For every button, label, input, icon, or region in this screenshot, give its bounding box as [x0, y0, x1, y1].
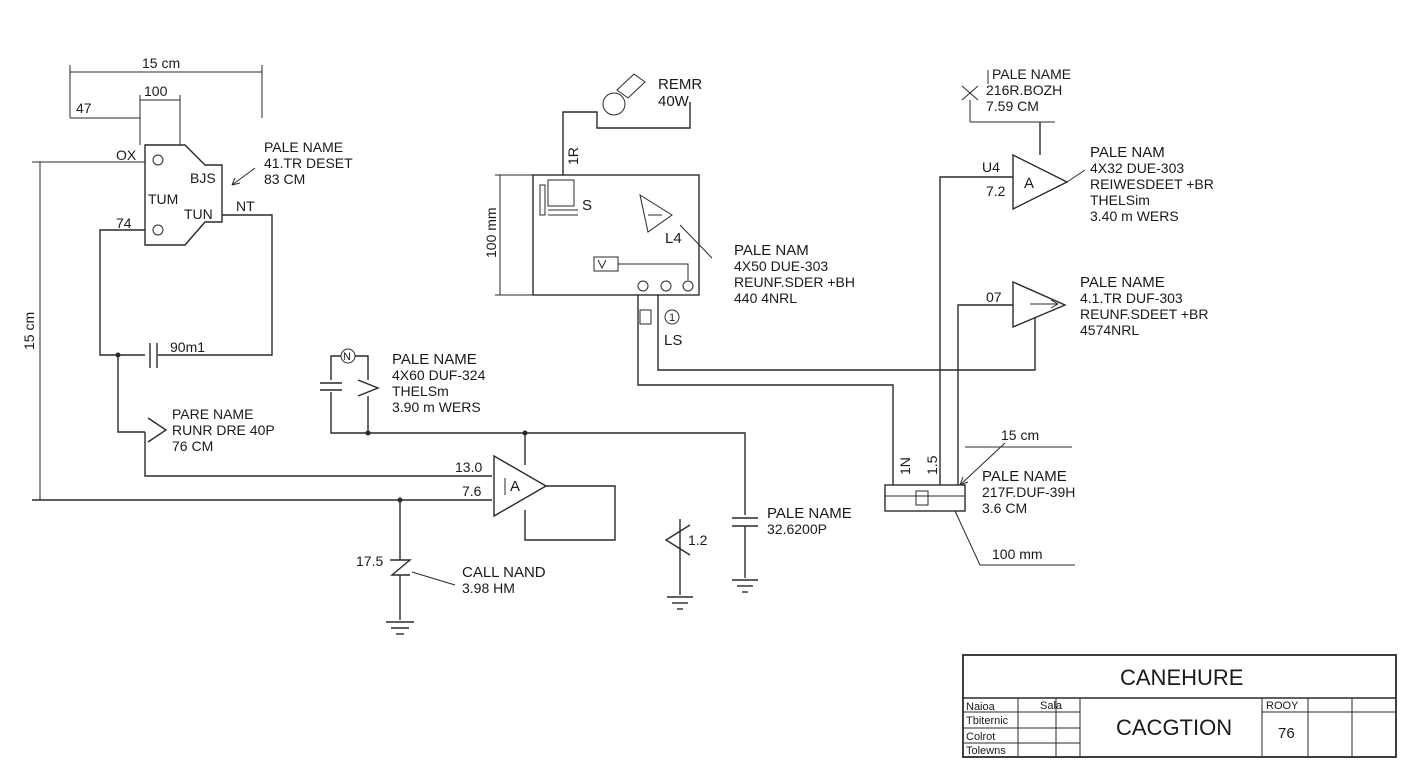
- chip1-callout-3: 83 CM: [264, 171, 305, 187]
- opamp-tr-callout-3: REIWESDEET +BR: [1090, 176, 1214, 192]
- conn-callout-2: 217F.DUF-39H: [982, 484, 1075, 500]
- diode-mid-val: 1.2: [688, 532, 708, 548]
- title-block-subtitle: CACGTION: [1116, 715, 1232, 740]
- title-block-col-a: Naioa: [966, 701, 996, 713]
- title-block-num: 76: [1278, 725, 1295, 742]
- title-block: CANEHURE Naioa Sala Tbiternic Colrot Tol…: [962, 654, 1397, 758]
- dim-right-bottom-text: 100 mm: [992, 546, 1043, 562]
- chip1-callout-2: 41.TR DESET: [264, 155, 353, 171]
- cap-mid-label-2: 32.6200P: [767, 521, 827, 537]
- pare-line-2: RUNR DRE 40P: [172, 422, 275, 438]
- opamp-r2-pin: 07: [986, 289, 1002, 305]
- opamp-tr-callout-4: THELSim: [1090, 192, 1150, 208]
- chip1-label-tum: TUM: [148, 191, 178, 207]
- opamp-top-right: A U4 7.2 PALE NAM 4X32 DUE-303 REIWESDEE…: [939, 122, 1214, 485]
- resistor-left-label-2: 3.98 HM: [462, 580, 515, 596]
- conn-callout-3: 3.6 CM: [982, 500, 1027, 516]
- opamp-r2-callout-2: 4.1.TR DUF-303: [1080, 290, 1183, 306]
- chip1: OX 74 BJS TUM TUN NT PALE NAME 41.TR DES…: [116, 139, 353, 246]
- dim-left-height-text: 15 cm: [21, 312, 37, 350]
- opamp-tr-callout-2: 4X32 DUE-303: [1090, 160, 1184, 176]
- tr-label-3: 7.59 CM: [986, 98, 1039, 114]
- mcu-l4: L4: [665, 230, 682, 247]
- opamp-main: A 13.0 7.6: [455, 433, 616, 541]
- dim-top-width-text: 15 cm: [142, 55, 180, 71]
- opamp-tr-sym: A: [1024, 175, 1034, 192]
- opamp-r2-callout-3: REUNF.SDEET +BR: [1080, 306, 1209, 322]
- title-block-row-2: Colrot: [966, 731, 995, 743]
- mcu-height-text: 100 mm: [483, 207, 499, 258]
- chip1-label-bus: BJS: [190, 170, 216, 186]
- speaker-label-2: 40W: [658, 93, 690, 110]
- dimension-top-width: 15 cm: [69, 55, 263, 118]
- opamp-main-in-top: 13.0: [455, 459, 482, 475]
- chip1-label-tun: TUN: [184, 206, 213, 222]
- pare-wire: PARE NAME RUNR DRE 40P 76 CM: [117, 355, 492, 477]
- dimension-inner-width: 100 47: [70, 83, 181, 145]
- opamp-main-sym: A: [510, 478, 520, 495]
- mcu-pin-top: 1R: [565, 147, 581, 165]
- opamp-tr-u: U4: [982, 159, 1000, 175]
- resistor-left-tick: 17.5: [356, 553, 383, 569]
- chip1-pin-nt: NT: [236, 198, 255, 214]
- dim-left-tick-text: 47: [76, 100, 92, 116]
- top-right-marker: PALE NAME 216R.BOZH 7.59 CM: [961, 66, 1071, 123]
- title-block-title: CANEHURE: [1120, 665, 1243, 690]
- dim-inner-width-text: 100: [144, 83, 168, 99]
- cap2-callout-4: 3.90 m WERS: [392, 399, 481, 415]
- mcu-callout-2: 4X50 DUE-303: [734, 258, 828, 274]
- title-block-row-3: Tolewns: [966, 745, 1006, 757]
- pare-line-1: PARE NAME: [172, 406, 253, 422]
- cap2: N PALE NAME 4X60 DUF-324 THELSm 3.90 m W…: [320, 348, 746, 515]
- title-block-col-b: Sala: [1040, 700, 1063, 712]
- chip1-pin-tl: OX: [116, 147, 137, 163]
- mcu-callout-3: REUNF.SDER +BH: [734, 274, 855, 290]
- opamp-r2-callout-1: PALE NAME: [1080, 274, 1165, 291]
- dimension-left-height: 15 cm: [21, 161, 145, 500]
- connector-right: 1N 1.5 15 cm 100 mm PALE NAME 217F.DUF-3…: [884, 427, 1075, 566]
- mcu-ls: LS: [664, 332, 682, 349]
- cap-mid-label-1: PALE NAME: [767, 505, 852, 522]
- opamp-tr-v: 7.2: [986, 183, 1006, 199]
- cap2-callout-2: 4X60 DUF-324: [392, 367, 486, 383]
- tr-label-2: 216R.BOZH: [986, 82, 1062, 98]
- opamp-r2-callout-4: 4574NRL: [1080, 322, 1139, 338]
- diode-mid: 1.2: [664, 519, 708, 610]
- mcu-callout-4: 440 4NRL: [734, 290, 797, 306]
- opamp-tr-callout-5: 3.40 m WERS: [1090, 208, 1179, 224]
- chip1-pin-ml: 74: [116, 215, 132, 231]
- conn-n2: 1.5: [924, 455, 940, 475]
- speaker: 1R REMR 40W: [562, 73, 702, 175]
- cap1-label: 90m1: [170, 339, 205, 355]
- mcu-callout-1: PALE NAM: [734, 242, 809, 259]
- speaker-label-1: REMR: [658, 76, 702, 93]
- tr-label-1: PALE NAME: [992, 66, 1071, 82]
- title-block-row-1: Tbiternic: [966, 715, 1009, 727]
- pare-line-3: 76 CM: [172, 438, 213, 454]
- cap2-node: N: [343, 351, 351, 363]
- opamp-right-2: 07 PALE NAME 4.1.TR DUF-303 REUNF.SDEET …: [957, 274, 1209, 485]
- cap2-callout-1: PALE NAME: [392, 351, 477, 368]
- resistor-left-label-1: CALL NAND: [462, 564, 546, 581]
- cap2-callout-3: THELSm: [392, 383, 449, 399]
- dim-right-top-text: 15 cm: [1001, 427, 1039, 443]
- conn-callout-1: PALE NAME: [982, 468, 1067, 485]
- conn-n1: 1N: [897, 457, 913, 475]
- mcu-pin-1: 1: [669, 312, 675, 324]
- opamp-main-in-bot: 7.6: [462, 483, 482, 499]
- mcu-s-label: S: [582, 197, 592, 214]
- resistor-left: 17.5 CALL NAND 3.98 HM: [356, 500, 546, 635]
- opamp-tr-callout-1: PALE NAM: [1090, 144, 1165, 161]
- title-block-hdr-right: ROOY: [1266, 700, 1299, 712]
- chip1-callout-1: PALE NAME: [264, 139, 343, 155]
- mcu-block: 100 mm S L4 PALE NAM 4X50 DUE-303 REUNF.…: [483, 174, 1036, 485]
- cap-mid: PALE NAME 32.6200P: [732, 505, 852, 593]
